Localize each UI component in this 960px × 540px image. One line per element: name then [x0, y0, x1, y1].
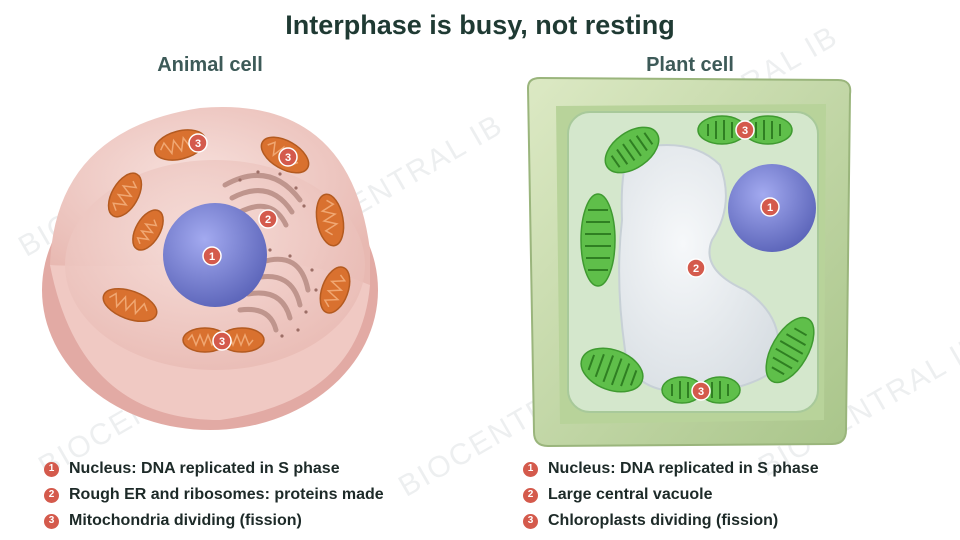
legend-item: 1 Nucleus: DNA replicated in S phase — [44, 456, 384, 482]
legend-item: 2 Rough ER and ribosomes: proteins made — [44, 482, 384, 508]
plant-badge-2: 2 — [686, 258, 706, 278]
legend-number-badge: 3 — [44, 513, 59, 529]
badge-number: 2 — [693, 263, 699, 275]
rough-er — [222, 172, 311, 333]
animal-cell-title: Animal cell — [157, 54, 263, 76]
mitochondrion — [132, 209, 164, 251]
plant-badge-3a: 3 — [735, 120, 755, 140]
badge-number: 3 — [195, 138, 201, 150]
plant-badge-3b: 3 — [691, 381, 711, 401]
legend-text: Large central vacuole — [548, 486, 713, 503]
animal-legend: 1 Nucleus: DNA replicated in S phase 2 Rou… — [44, 456, 384, 534]
chloroplast-dividing-top — [697, 115, 793, 145]
animal-cell: 1 2 3 3 3 — [42, 106, 378, 430]
animal-badge-2: 2 — [258, 209, 278, 229]
legend-item: 3 Mitochondria dividing (fission) — [44, 508, 384, 534]
chloroplast — [580, 193, 616, 287]
mitochondrion — [102, 287, 158, 323]
legend-text: Mitochondria dividing (fission) — [69, 512, 302, 529]
chloroplast — [604, 126, 660, 174]
legend-text: Rough ER and ribosomes: proteins made — [69, 486, 384, 503]
chloroplast — [765, 316, 815, 384]
legend-number-badge: 1 — [523, 461, 538, 477]
plant-cell-title: Plant cell — [646, 54, 734, 76]
badge-number: 1 — [767, 202, 773, 214]
legend-text: Nucleus: DNA replicated in S phase — [548, 460, 819, 477]
ribosome-dots — [238, 170, 318, 338]
legend-item: 3 Chloroplasts dividing (fission) — [523, 508, 819, 534]
legend-number-badge: 2 — [44, 487, 59, 503]
mitochondrion — [107, 172, 143, 218]
legend-number-badge: 1 — [44, 461, 59, 477]
legend-text: Nucleus: DNA replicated in S phase — [69, 460, 340, 477]
animal-badge-3b: 3 — [278, 147, 298, 167]
page-title: Interphase is busy, not resting — [285, 10, 675, 40]
badge-number: 1 — [209, 251, 215, 263]
animal-badge-3a: 3 — [188, 133, 208, 153]
badge-number: 2 — [265, 214, 271, 226]
plant-cell: 1 2 3 3 — [526, 76, 852, 448]
legend-number-badge: 3 — [523, 513, 538, 529]
legend-item: 1 Nucleus: DNA replicated in S phase — [523, 456, 819, 482]
legend-text: Chloroplasts dividing (fission) — [548, 512, 779, 529]
badge-number: 3 — [285, 152, 291, 164]
plant-badge-1: 1 — [760, 197, 780, 217]
mitochondria-group — [102, 129, 351, 353]
animal-badge-3c: 3 — [212, 331, 232, 351]
legend-number-badge: 2 — [523, 487, 538, 503]
plant-legend: 1 Nucleus: DNA replicated in S phase 2 Lar… — [523, 456, 819, 534]
badge-number: 3 — [698, 386, 704, 398]
animal-badge-1: 1 — [202, 246, 222, 266]
badge-number: 3 — [219, 336, 225, 348]
chloroplast — [580, 347, 644, 393]
badge-number: 3 — [742, 125, 748, 137]
legend-item: 2 Large central vacuole — [523, 482, 819, 508]
mitochondrion — [315, 193, 345, 247]
mitochondrion — [319, 266, 351, 314]
